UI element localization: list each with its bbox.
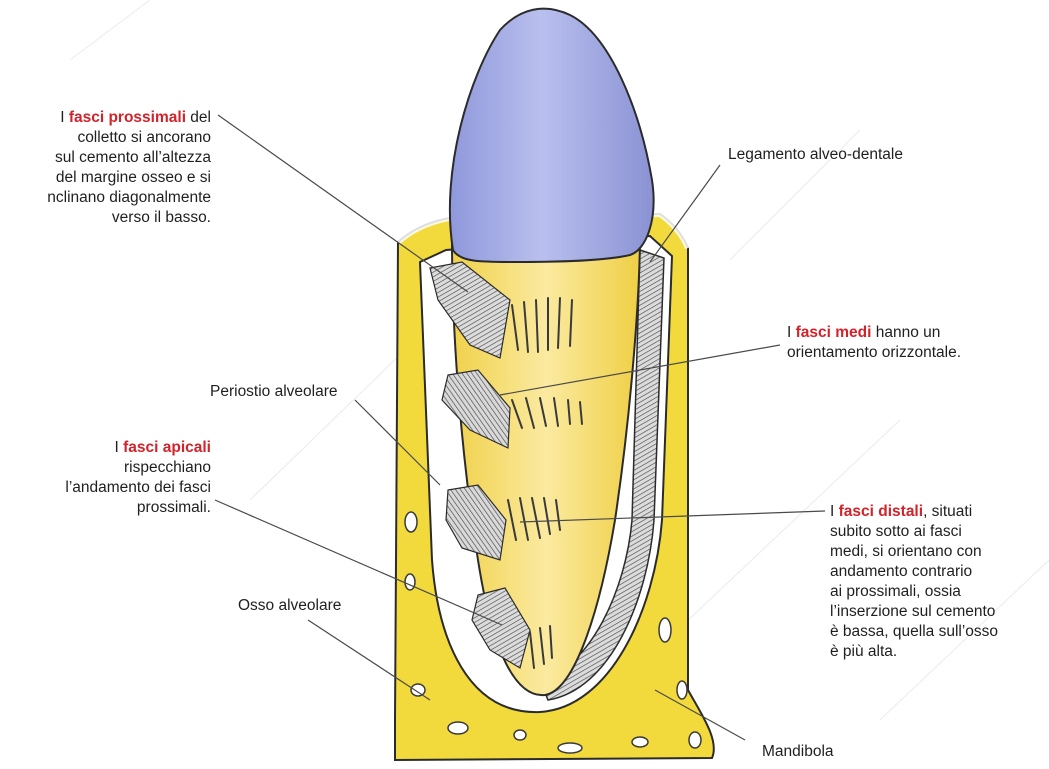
label-line: sul cemento all’altezza	[47, 148, 211, 168]
tooth-crown	[450, 9, 654, 262]
label-line: è bassa, quella sull’osso	[830, 622, 998, 642]
label-line: medi, si orientano con	[830, 542, 998, 562]
label-line: del margine osseo e si	[47, 168, 211, 188]
label-line: l’andamento dei fasci	[65, 478, 211, 498]
label-line: ai prossimali, ossia	[830, 582, 998, 602]
label-line: l’inserzione sul cemento	[830, 602, 998, 622]
label-line: I fasci prossimali del	[47, 108, 211, 128]
label-fasci-medi: I fasci medi hanno un orientamento orizz…	[787, 323, 961, 363]
label-line: andamento contrario	[830, 562, 998, 582]
label-line: I fasci distali, situati	[830, 502, 998, 522]
label-line: prossimali.	[65, 498, 211, 518]
label-fasci-prossimali: I fasci prossimali del colletto si ancor…	[47, 108, 211, 228]
label-mandibola: Mandibola	[762, 742, 834, 762]
label-line: colletto si ancorano	[47, 128, 211, 148]
label-periostio: Periostio alveolare	[210, 382, 338, 402]
label-fasci-distali: I fasci distali, situati subito sotto ai…	[830, 502, 998, 662]
label-line: verso il basso.	[47, 208, 211, 228]
label-line: subito sotto ai fasci	[830, 522, 998, 542]
label-fasci-apicali: I fasci apicali rispecchiano l’andamento…	[65, 438, 211, 518]
label-line: è più alta.	[830, 642, 998, 662]
label-line: I fasci medi hanno un	[787, 323, 961, 343]
leader-prossimali	[218, 115, 468, 292]
label-line: rispecchiano	[65, 458, 211, 478]
label-line: orientamento orizzontale.	[787, 343, 961, 363]
label-osso-alveolare: Osso alveolare	[238, 596, 341, 616]
label-line: nclinano diagonalmente	[47, 188, 211, 208]
label-legamento: Legamento alveo-dentale	[728, 145, 903, 165]
label-line: I fasci apicali	[65, 438, 211, 458]
